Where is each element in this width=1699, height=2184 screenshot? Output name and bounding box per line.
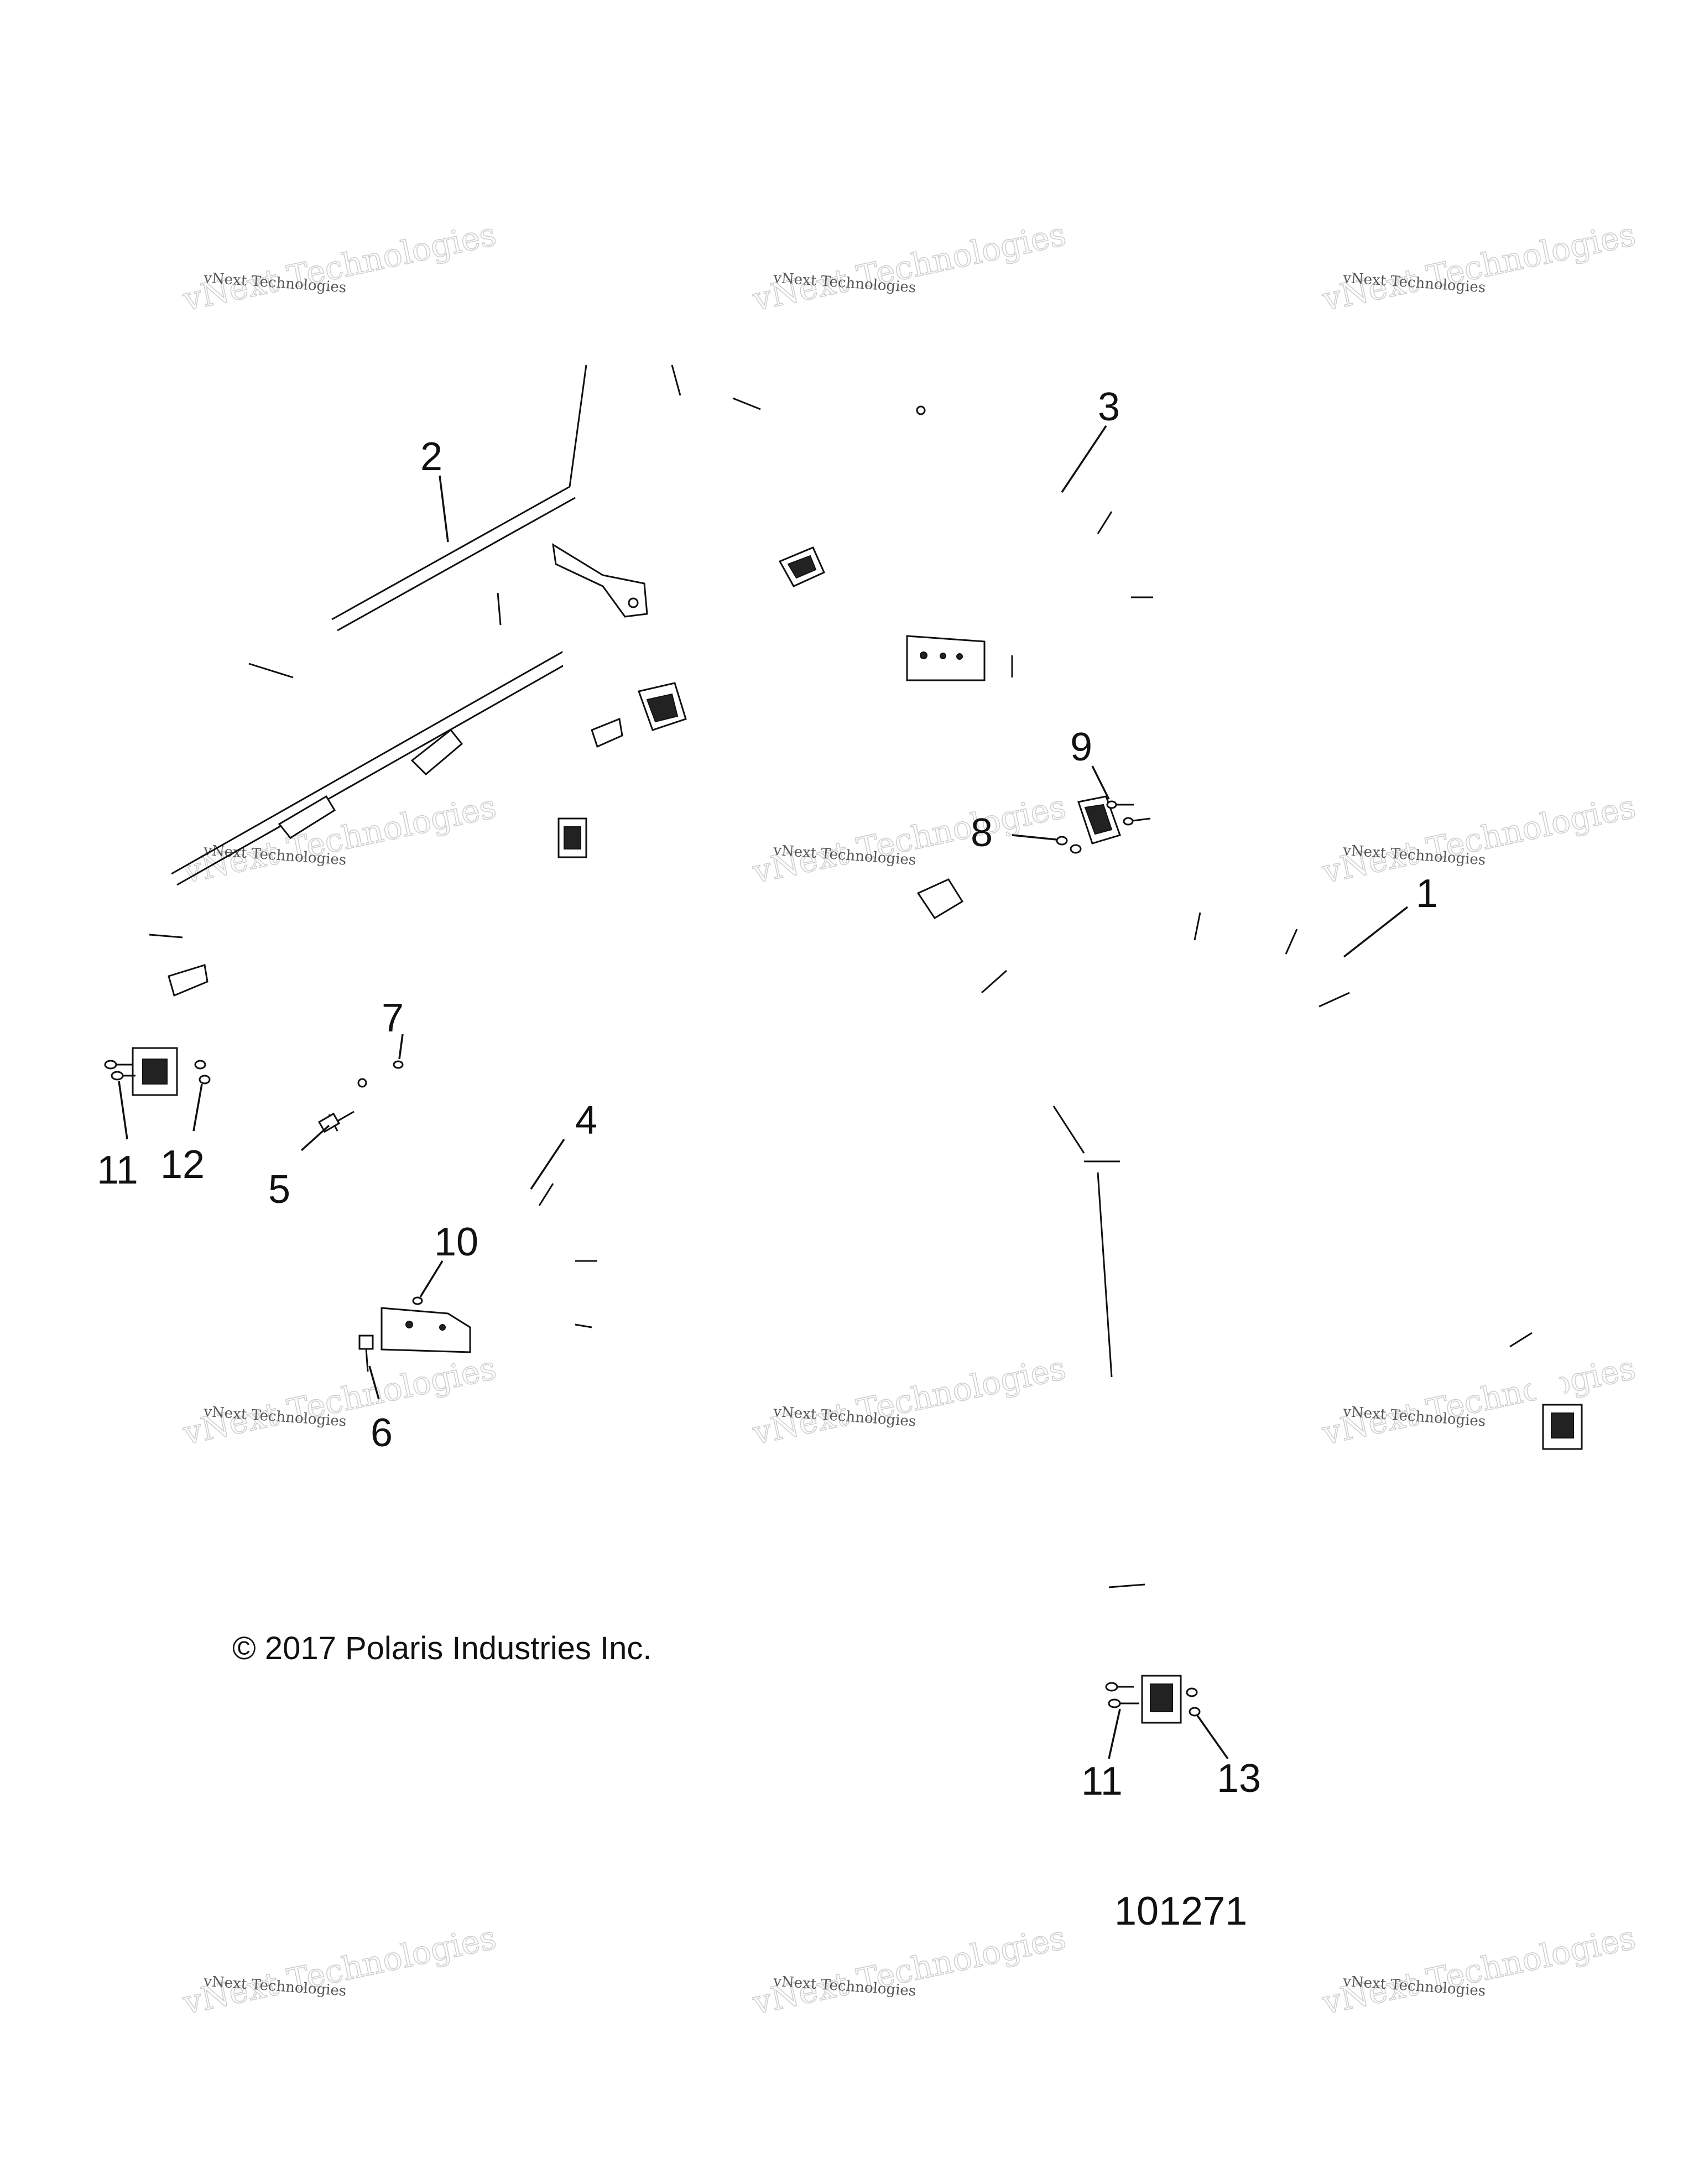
part-3-bands — [1011, 511, 1153, 677]
part-2-front-mount-left — [638, 682, 687, 731]
callout-labels: 1 2 3 4 5 6 7 8 9 10 11 12 11 13 — [97, 385, 1438, 1804]
part-2-rear-foot — [132, 1047, 178, 1096]
nut-10 — [412, 1296, 423, 1305]
nut-8 — [1056, 836, 1082, 854]
callout-10: 10 — [434, 1220, 478, 1264]
watermark-tile: vNext Technologies vNext Technologies — [748, 215, 1069, 319]
watermark-tile: vNext Technologies vNext Technologies — [1318, 787, 1639, 891]
part-3-side-bar — [906, 405, 1154, 681]
part-1-front-cage — [916, 795, 1583, 1724]
part-1-left-top-mount — [916, 878, 964, 920]
watermark-tile: vNext Technologies vNext Technologies — [748, 1918, 1069, 2022]
part-2-front-leg — [554, 640, 591, 858]
leader-lines — [118, 425, 1409, 1760]
callout-4: 4 — [575, 1098, 597, 1143]
watermark-text-outline: vNext Technologies — [749, 215, 1069, 319]
callout-13: 13 — [1217, 1756, 1261, 1801]
part-3-end-plate — [906, 635, 986, 681]
watermark-tile: vNext Technologies vNext Technologies — [748, 1348, 1069, 1452]
part-4-side-bar — [356, 1078, 597, 1353]
part-1-right-foot — [1542, 1404, 1583, 1450]
drawing-number: 101271 — [1114, 1889, 1247, 1933]
part-2-rear-cage — [132, 345, 825, 1096]
watermark-tile: vNext Technologies vNext Technologies — [179, 1918, 499, 2022]
copyright-notice: © 2017 Polaris Industries Inc. — [232, 1630, 652, 1666]
nut-13 — [1186, 1687, 1201, 1717]
callout-7: 7 — [382, 996, 404, 1040]
watermark-tile: vNext Technologies vNext Technologies — [1318, 215, 1639, 319]
watermark-tile: vNext Technologies vNext Technologies — [179, 1348, 499, 1452]
part-2-stub-front — [591, 717, 623, 748]
part-2-bracket-top — [552, 543, 648, 618]
watermark-text-outline: vNext Technologies — [1318, 1919, 1639, 2022]
part-4-bands — [538, 1183, 597, 1328]
part-4-end-plate — [381, 1307, 471, 1353]
bolt-6 — [358, 1335, 374, 1372]
watermark-text-outline: vNext Technologies — [1318, 215, 1639, 319]
watermark-text-outline: vNext Technologies — [179, 788, 499, 891]
callout-12: 12 — [160, 1143, 205, 1187]
callout-9: 9 — [1070, 725, 1092, 769]
bolt-9 — [1106, 800, 1151, 826]
part-1-cross-tube — [1054, 944, 1269, 1047]
watermark-text-outline: vNext Technologies — [179, 1919, 499, 2022]
watermark-tile: vNext Technologies vNext Technologies — [179, 787, 499, 891]
part-2-lower-crossbar — [171, 640, 587, 886]
callout-3: 3 — [1098, 385, 1120, 429]
nut-7 — [393, 1060, 404, 1069]
part-2-tube-bands — [149, 364, 761, 939]
nut-12 — [194, 1060, 211, 1085]
callout-11-right: 11 — [1081, 1759, 1123, 1804]
part-2-bracket-low — [278, 795, 336, 839]
callout-11-left: 11 — [97, 1148, 138, 1192]
part-1-left-foot — [1141, 1675, 1182, 1724]
watermark-text-outline: vNext Technologies — [749, 788, 1069, 891]
callout-2: 2 — [420, 435, 442, 479]
part-2-stub-rear — [168, 964, 209, 997]
part-2-outer-hoop — [133, 591, 655, 1090]
watermark-text-outline: vNext Technologies — [749, 1349, 1069, 1452]
callout-1: 1 — [1416, 872, 1438, 916]
bolt-5 — [317, 1111, 355, 1133]
callout-8: 8 — [971, 811, 993, 855]
watermark-text-outline: vNext Technologies — [179, 1349, 499, 1452]
watermark-grid: vNext Technologies vNext Technologies vN… — [179, 215, 1639, 2022]
part-2-bracket-mid — [410, 728, 463, 776]
part-1-right-leg — [1087, 805, 1573, 1452]
watermark-tile: vNext Technologies vNext Technologies — [748, 787, 1069, 891]
watermark-text-outline: vNext Technologies — [1318, 788, 1639, 891]
callout-6: 6 — [371, 1411, 393, 1455]
watermark-tile: vNext Technologies vNext Technologies — [1318, 1348, 1639, 1452]
callout-5: 5 — [268, 1167, 290, 1212]
bolt-11-left — [104, 1060, 135, 1081]
watermark-text-outline: vNext Technologies — [179, 215, 499, 319]
part-2-top-crossbar — [331, 364, 587, 632]
part-2-front-mount-right — [778, 546, 825, 587]
watermark-text-outline: vNext Technologies — [749, 1919, 1069, 2022]
part-1-left-leg — [925, 892, 1171, 1702]
bolt-11-right — [1105, 1682, 1139, 1708]
hardware — [104, 800, 1201, 1717]
part-2-upper-hoop — [567, 345, 810, 583]
watermark-tile: vNext Technologies vNext Technologies — [1318, 1918, 1639, 2022]
watermark-text-outline: vNext Technologies — [1318, 1349, 1639, 1452]
watermark-tile: vNext Technologies vNext Technologies — [179, 215, 499, 319]
